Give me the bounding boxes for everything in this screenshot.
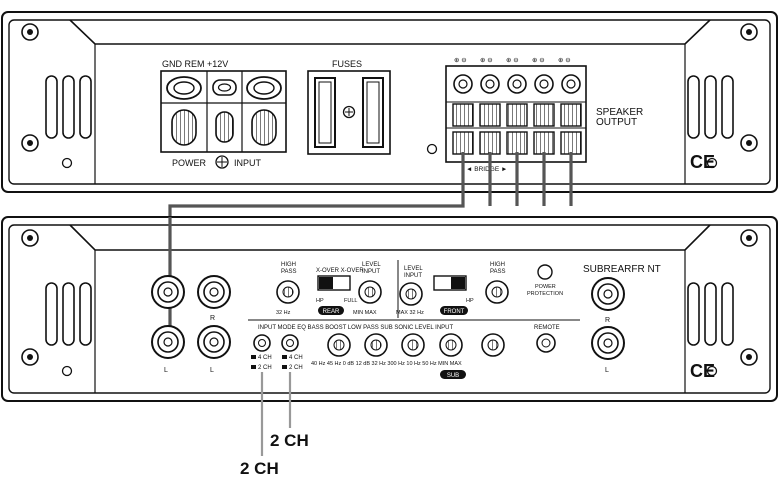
screw-icon	[21, 229, 758, 377]
svg-text:MIN MAX: MIN MAX	[353, 310, 377, 316]
upper-controls: HIGH PASS 32 Hz X-OVER X-OVER HP FULL RE…	[276, 260, 563, 318]
screw-icon	[21, 23, 758, 169]
power-input-label-left: POWER	[172, 158, 207, 168]
svg-text:PROTECTION: PROTECTION	[527, 291, 563, 297]
front-badge: FRONT	[444, 309, 465, 315]
vent-slots-left	[45, 282, 92, 346]
svg-text:INPUT: INPUT	[362, 269, 380, 275]
svg-text:L: L	[210, 367, 214, 374]
svg-text:2 CH: 2 CH	[289, 365, 303, 371]
speaker-output-label-line2: OUTPUT	[596, 117, 637, 128]
speaker-output-terminals: ⊕ ⊖ ⊕ ⊖ ⊕ ⊖ ⊕ ⊖ ⊕ ⊖	[445, 57, 643, 173]
svg-text:FULL: FULL	[344, 298, 357, 304]
svg-text:◄ BRIDGE ►: ◄ BRIDGE ►	[466, 166, 507, 173]
power-terminals-label: GND REM +12V	[162, 59, 228, 69]
svg-text:⊕ ⊖: ⊕ ⊖	[480, 57, 493, 64]
callout-2ch-upper: 2 CH	[270, 431, 309, 450]
svg-text:⊕ ⊖: ⊕ ⊖	[506, 57, 519, 64]
svg-text:HIGH: HIGH	[281, 262, 296, 268]
svg-text:32 Hz: 32 Hz	[276, 310, 291, 316]
top-amplifier: GND REM +12V POWER INPUT FUSES	[1, 11, 778, 193]
svg-text:HP: HP	[466, 298, 474, 304]
svg-text:HP: HP	[316, 298, 324, 304]
sub-badge: SUB	[447, 373, 459, 379]
svg-text:R: R	[210, 315, 215, 322]
svg-text:L: L	[605, 367, 609, 374]
svg-text:2 CH: 2 CH	[258, 365, 272, 371]
svg-text:4 CH: 4 CH	[289, 355, 303, 361]
svg-text:L: L	[164, 367, 168, 374]
remote-label: REMOTE	[534, 325, 560, 331]
ground-symbol-icon	[215, 155, 229, 169]
svg-text:⊕ ⊖: ⊕ ⊖	[532, 57, 545, 64]
svg-text:40 Hz 45 Hz 0 dB 12 dB 32 Hz 3: 40 Hz 45 Hz 0 dB 12 dB 32 Hz 300 Hz 10 H…	[311, 361, 462, 367]
fuses-label: FUSES	[332, 59, 362, 69]
bottom-amplifier: R L L HIGH PASS 32 Hz X-OVER X-OVER HP F…	[1, 216, 778, 402]
rca-inputs-left: R L L	[151, 275, 231, 374]
callout-2ch-lower: 2 CH	[240, 459, 279, 478]
svg-text:R: R	[605, 317, 610, 324]
svg-text:INPUT: INPUT	[404, 273, 422, 279]
fuse-holder: FUSES	[307, 59, 391, 155]
svg-text:PASS: PASS	[490, 269, 506, 275]
ce-mark-top: CE	[690, 152, 715, 172]
svg-text:LEVEL: LEVEL	[362, 262, 381, 268]
svg-text:⊕ ⊖: ⊕ ⊖	[558, 57, 571, 64]
power-terminal-block: GND REM +12V POWER INPUT	[160, 59, 287, 169]
svg-text:HIGH: HIGH	[490, 262, 505, 268]
vent-slots-right	[687, 75, 734, 139]
vent-slots-left	[45, 75, 92, 139]
input-mode-callouts	[260, 372, 292, 456]
ce-mark-bottom: CE	[690, 361, 715, 381]
svg-text:MAX 32 Hz: MAX 32 Hz	[396, 310, 424, 316]
rca-inputs-right: R L	[591, 277, 625, 374]
svg-text:POWER: POWER	[535, 284, 556, 290]
sub-rear-front-label: SUBREARFR NT	[583, 264, 661, 275]
speaker-output-label: SPEAKER	[596, 107, 643, 118]
xover-label: X-OVER X-OVER	[316, 268, 364, 274]
vent-slots-right	[687, 282, 734, 346]
lower-controls: INPUT MODE EQ BASS BOOST LOW PASS SUB SO…	[251, 325, 560, 379]
power-input-label-right: INPUT	[234, 158, 262, 168]
rear-badge: REAR	[323, 309, 340, 315]
svg-text:⊕ ⊖: ⊕ ⊖	[454, 57, 467, 64]
svg-text:PASS: PASS	[281, 269, 297, 275]
bottom-controls-label: INPUT MODE EQ BASS BOOST LOW PASS SUB SO…	[258, 325, 453, 331]
svg-text:LEVEL: LEVEL	[404, 266, 423, 272]
svg-text:4 CH: 4 CH	[258, 355, 272, 361]
